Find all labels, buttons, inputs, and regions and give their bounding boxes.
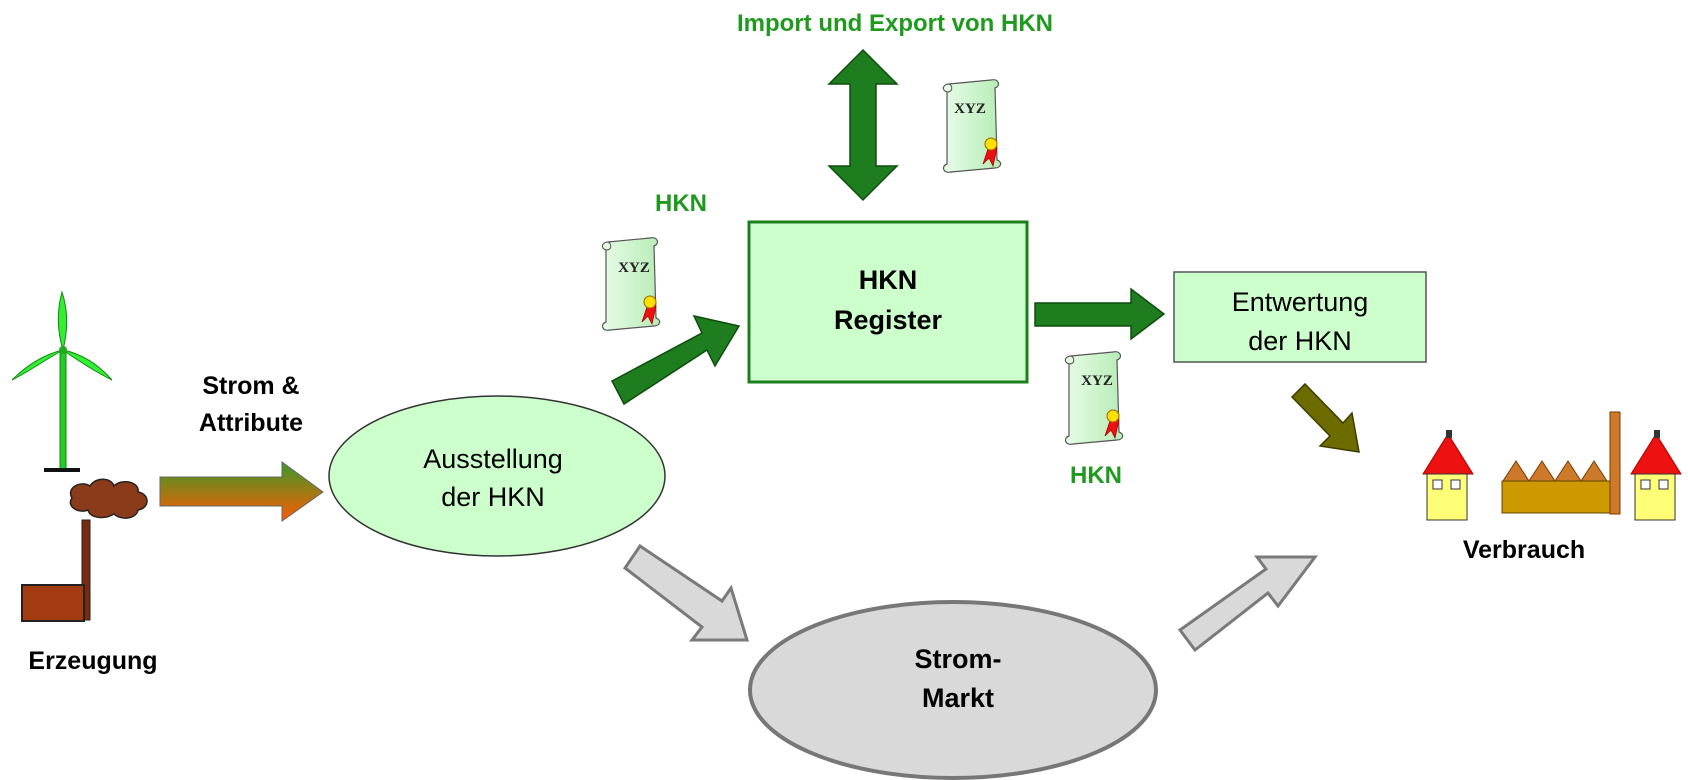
certificate-text-top: XYZ [954,101,986,117]
register-line1: HKN [859,265,918,295]
erzeugung-label: Erzeugung [28,647,157,675]
register-line2: Register [834,305,943,335]
strom-markt-ellipse [748,600,1158,780]
gradient-arrow-strom [159,461,324,522]
certificate-text-left: XYZ [618,260,650,276]
certificate-icon-top [942,79,1002,173]
house-icon-left [1422,430,1474,521]
entwertung-line1: Entwertung [1232,287,1369,317]
import-export-label: Import und Export von HKN [737,10,1053,37]
import-export-double-arrow [827,48,899,202]
wind-turbine-icon [11,290,113,472]
grey-arrow-ausstellung-markt [622,543,750,642]
verbrauch-label: Verbrauch [1463,536,1585,564]
factory-icon [1501,411,1621,515]
power-plant-icon [21,478,148,622]
certificate-text-right: XYZ [1081,373,1113,389]
ausstellung-line1: Ausstellung [423,444,563,474]
ausstellung-line2: der HKN [441,482,545,512]
house-icon-right [1630,430,1682,521]
entwertung-line2: der HKN [1248,326,1352,356]
green-arrow-ausstellung-register [610,314,741,406]
grey-arrow-markt-verbrauch [1177,555,1319,653]
strom-attribute-line1: Strom & [202,372,299,400]
register-box [747,220,1029,384]
entwertung-box [1173,271,1427,363]
ausstellung-ellipse [328,395,666,557]
olive-arrow-shape [1290,382,1360,453]
markt-line2: Markt [922,683,994,713]
certificate-icon-left [601,237,661,331]
strom-attribute-line2: Attribute [199,409,303,437]
markt-line1: Strom- [915,644,1002,674]
hkn-label-right: HKN [1070,462,1122,489]
hkn-label-left: HKN [655,190,707,217]
certificate-icon-right [1064,351,1124,445]
green-arrow-register-entwertung [1034,287,1166,341]
